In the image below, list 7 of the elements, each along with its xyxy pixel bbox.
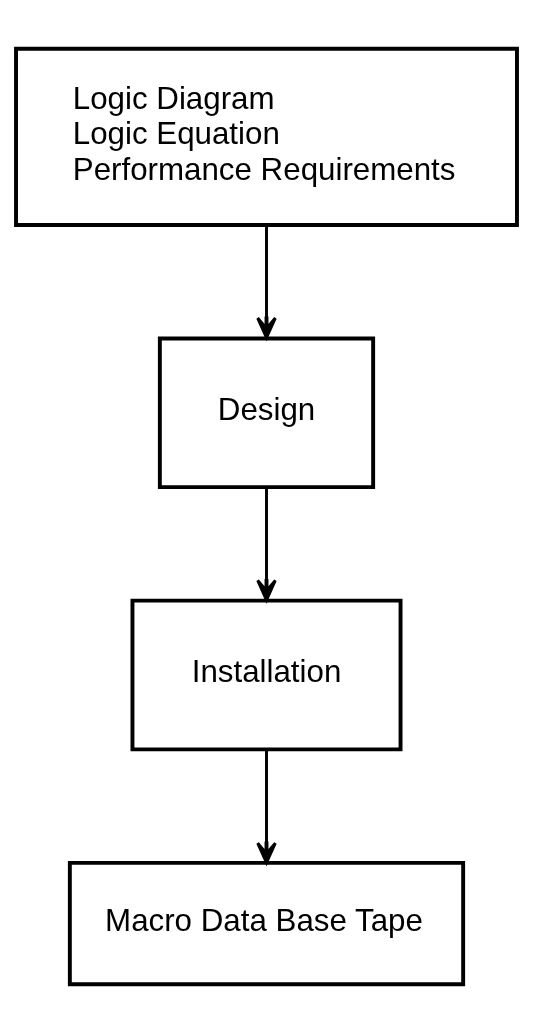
- arrow: [256, 225, 277, 339]
- node-box: Macro Data Base Tape: [67, 860, 466, 986]
- arrow: [256, 749, 277, 864]
- node-box: Logic Diagram Logic Equation Performance Requirements: [14, 46, 519, 227]
- node-box: Installation: [130, 598, 403, 751]
- node-box: Design: [157, 335, 376, 489]
- arrow: [256, 486, 277, 601]
